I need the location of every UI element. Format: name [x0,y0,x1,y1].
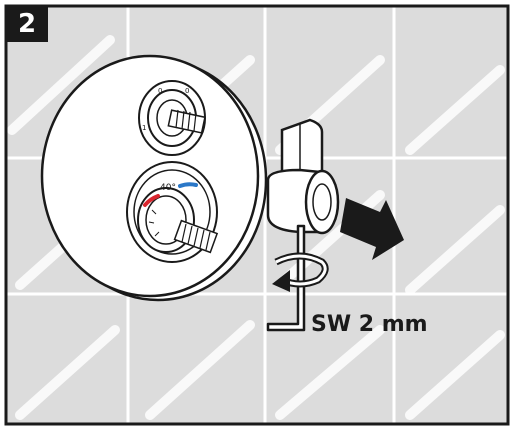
thermostat-plate: 0 0 1 40° [40,54,268,302]
tool-size-label: SW 2 mm [311,312,428,337]
frame-border [4,4,510,426]
hot-mark [143,194,160,207]
svg-text:0: 0 [185,87,189,95]
rotation-arrow-icon [272,252,329,292]
upper-valve: 0 0 1 [138,80,206,156]
handle [266,118,340,235]
cold-mark [178,182,198,188]
pull-arrow-icon [340,198,404,260]
thermostat-valve: 40° [126,161,219,263]
temperature-marking: 40° [160,183,176,193]
hex-key-icon [266,224,306,332]
svg-text:1: 1 [142,124,146,132]
step-number-badge: 2 [6,6,48,42]
svg-text:0: 0 [158,87,162,95]
